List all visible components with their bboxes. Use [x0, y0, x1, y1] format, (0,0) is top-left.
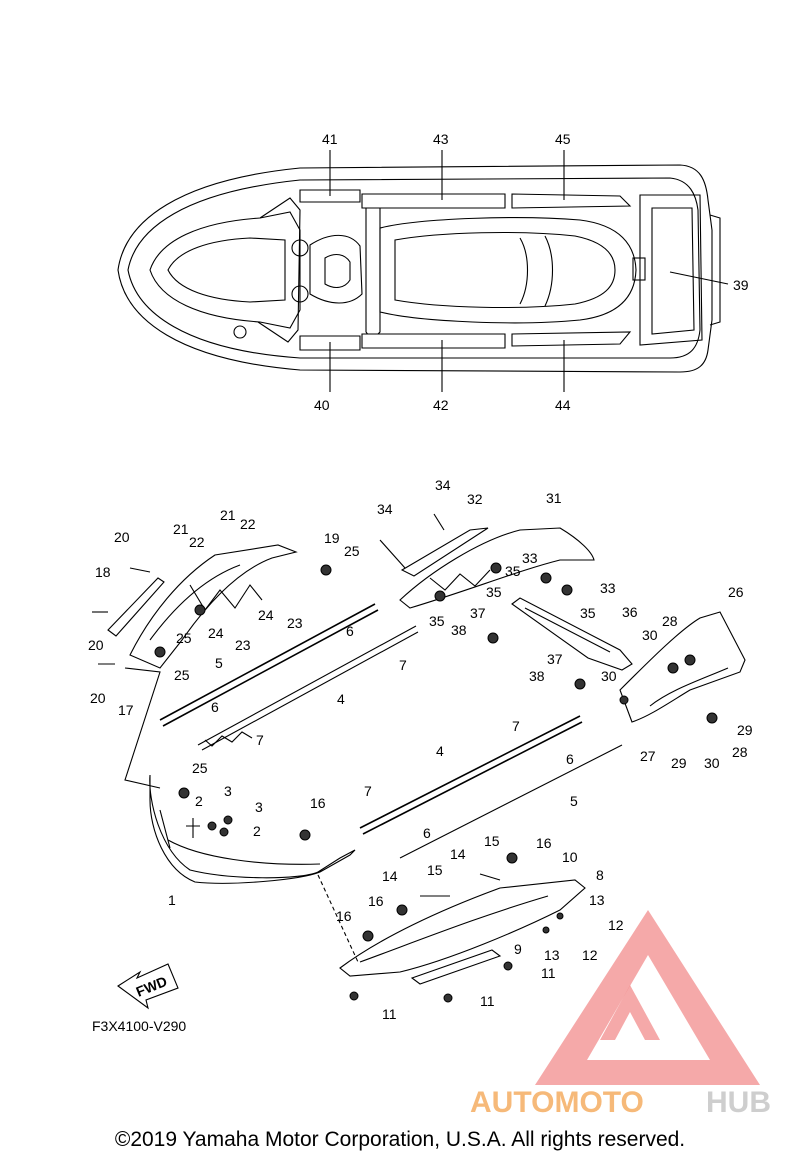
callout-11: 11	[541, 965, 556, 981]
callout-39: 39	[733, 277, 749, 293]
callout-2: 2	[195, 793, 203, 809]
callout-4: 4	[337, 691, 345, 707]
callout-29: 29	[671, 755, 687, 771]
callout-24: 24	[208, 625, 224, 641]
callout-20: 20	[114, 529, 130, 545]
callout-11: 11	[382, 1006, 397, 1022]
callout-23: 23	[235, 637, 251, 653]
callout-20: 20	[88, 637, 104, 653]
callout-33: 33	[600, 580, 616, 596]
callout-16: 16	[336, 908, 352, 924]
callout-6: 6	[211, 699, 219, 715]
callout-6: 6	[423, 825, 431, 841]
diagram-code: F3X4100-V290	[92, 1018, 186, 1034]
callout-35: 35	[429, 613, 445, 629]
callout-45: 45	[555, 131, 571, 147]
automotohub-watermark: AUTOMOTO HUB	[470, 910, 771, 1119]
callout-22: 22	[189, 534, 205, 550]
callout-43: 43	[433, 131, 449, 147]
callout-28: 28	[662, 613, 678, 629]
callout-15: 15	[484, 833, 500, 849]
callout-36: 36	[622, 604, 638, 620]
callout-7: 7	[364, 783, 372, 799]
callout-6: 6	[566, 751, 574, 767]
callout-15: 15	[427, 862, 443, 878]
callout-35: 35	[580, 605, 596, 621]
callout-7: 7	[399, 657, 407, 673]
callout-3: 3	[255, 799, 263, 815]
callout-9: 9	[514, 941, 522, 957]
callout-40: 40	[314, 397, 330, 413]
copyright-notice: ©2019 Yamaha Motor Corporation, U.S.A. A…	[114, 1128, 686, 1151]
callout-33: 33	[522, 550, 538, 566]
callout-41: 41	[322, 131, 338, 147]
callout-30: 30	[642, 627, 658, 643]
callout-32: 32	[467, 491, 483, 507]
exploded-parts	[92, 513, 746, 1003]
callout-29: 29	[737, 722, 753, 738]
callout-13: 13	[544, 947, 560, 963]
callout-25: 25	[174, 667, 190, 683]
callout-37: 37	[470, 605, 486, 621]
callout-5: 5	[215, 655, 223, 671]
callout-26: 26	[728, 584, 744, 600]
callout-1: 1	[168, 892, 176, 908]
callout-16: 16	[536, 835, 552, 851]
callout-44: 44	[555, 397, 571, 413]
callout-20: 20	[90, 690, 106, 706]
watercraft-top-view	[117, 164, 721, 373]
callout-4: 4	[436, 743, 444, 759]
callout-35: 35	[486, 584, 502, 600]
callout-34: 34	[377, 501, 393, 517]
callout-18: 18	[95, 564, 111, 580]
forward-arrow: FWD	[117, 963, 179, 1010]
callout-2: 2	[253, 823, 261, 839]
callout-30: 30	[601, 668, 617, 684]
callout-23: 23	[287, 615, 303, 631]
callout-12: 12	[582, 947, 598, 963]
callout-25: 25	[344, 543, 360, 559]
callout-42: 42	[433, 397, 449, 413]
watermark-automoto: AUTOMOTO	[470, 1086, 644, 1119]
callout-21: 21	[173, 521, 189, 537]
callout-19: 19	[324, 530, 340, 546]
callout-25: 25	[192, 760, 208, 776]
part-callouts: 41 43 45 39 40 42 44 1 2 2 3 3 4 4 5 5 6…	[88, 131, 753, 1022]
callout-22: 22	[240, 516, 256, 532]
callout-35: 35	[505, 563, 521, 579]
watermark-hub: HUB	[706, 1086, 771, 1119]
callout-5: 5	[570, 793, 578, 809]
callout-38: 38	[451, 622, 467, 638]
callout-14: 14	[382, 868, 398, 884]
callout-17: 17	[118, 702, 134, 718]
callout-37: 37	[547, 651, 563, 667]
callout-6: 6	[346, 623, 354, 639]
callout-27: 27	[640, 748, 656, 764]
callout-34: 34	[435, 477, 451, 493]
callout-7: 7	[512, 718, 520, 734]
callout-30: 30	[704, 755, 720, 771]
callout-28: 28	[732, 744, 748, 760]
callout-38: 38	[529, 668, 545, 684]
watermark-logo	[535, 910, 760, 1085]
callout-24: 24	[258, 607, 274, 623]
callout-10: 10	[562, 849, 578, 865]
callout-3: 3	[224, 783, 232, 799]
callout-13: 13	[589, 892, 605, 908]
top-view-leaders	[329, 150, 729, 392]
callout-11: 11	[480, 993, 495, 1009]
callout-8: 8	[596, 867, 604, 883]
callout-12: 12	[608, 917, 624, 933]
callout-25: 25	[176, 630, 192, 646]
callout-7: 7	[256, 732, 264, 748]
callout-16: 16	[368, 893, 384, 909]
callout-21: 21	[220, 507, 236, 523]
callout-14: 14	[450, 846, 466, 862]
callout-31: 31	[546, 490, 562, 506]
callout-16: 16	[310, 795, 326, 811]
